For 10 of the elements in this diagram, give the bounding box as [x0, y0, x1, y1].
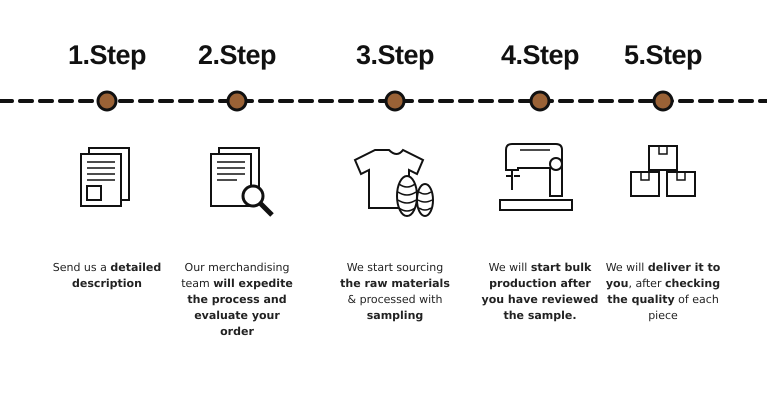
step-description: We will start bulk production after you have reviewed the sample. — [481, 260, 599, 324]
step-description: We start sourcing the raw materials & processed with sampling — [339, 260, 451, 324]
step-description: Our merchandising team will expedite the process and evaluate your order — [180, 260, 294, 340]
step-title: 4.Step — [500, 40, 580, 71]
step-title: 2.Step — [196, 40, 278, 71]
step-title: 5.Step — [622, 40, 704, 71]
step-description: We will deliver it to you, after checking the quality of each piece — [604, 260, 722, 324]
step-title: 3.Step — [354, 40, 436, 71]
step-title: 1.Step — [66, 40, 148, 71]
step-description: Send us a detailed description — [52, 260, 162, 292]
